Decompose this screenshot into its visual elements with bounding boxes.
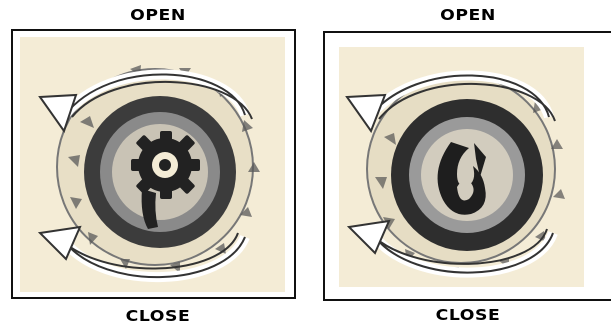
right-cap-photo [339,47,584,287]
left-cap-photo [20,37,285,292]
close-label-left: CLOSE [112,309,204,324]
drum-cap-flame-icon [339,47,584,287]
open-label-right: OPEN [422,8,514,23]
drum-cap-wrench-icon [20,37,285,292]
close-label-right: CLOSE [422,308,514,323]
open-label-left: OPEN [112,8,204,23]
